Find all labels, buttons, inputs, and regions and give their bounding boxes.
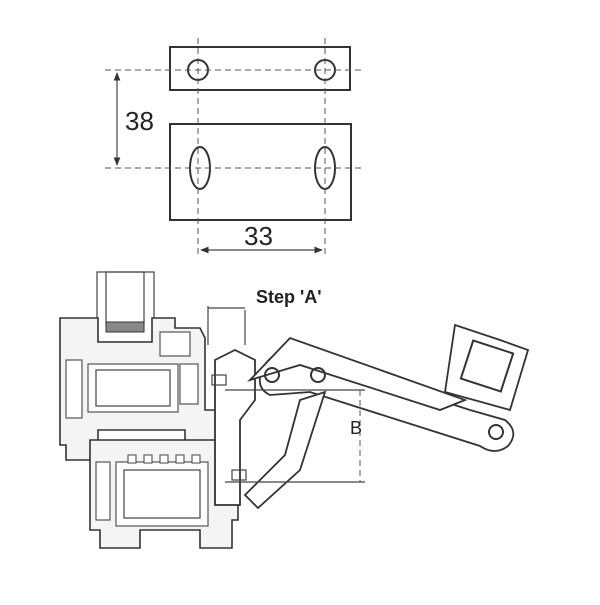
sash-chamber-left — [65, 359, 83, 419]
step-a-label: Step 'A' — [256, 287, 322, 307]
frame-chamber-left — [95, 461, 111, 521]
pivot-2 — [310, 367, 326, 383]
hinge-screw-lower — [231, 469, 247, 481]
pivot-3 — [488, 424, 504, 440]
upper-plate — [169, 46, 351, 91]
sash-chamber-right — [179, 363, 199, 405]
mounting-template: 38 33 — [105, 38, 362, 258]
handle-window — [459, 339, 515, 393]
sash-chamber — [87, 363, 179, 413]
b-label: B — [350, 418, 362, 438]
restrictor-arm — [243, 323, 530, 510]
sash-chamber-core — [95, 369, 171, 407]
annotations: Step 'A' B — [207, 287, 365, 483]
pivot-1 — [264, 367, 280, 383]
frame-chamber-core — [123, 469, 201, 519]
window-profile — [59, 271, 256, 549]
hinge-screw-upper — [211, 374, 227, 386]
frame-teeth — [127, 454, 201, 464]
hinge-bracket — [214, 348, 256, 506]
dimension-horizontal-label: 33 — [244, 221, 273, 251]
sash-chamber-top — [159, 331, 191, 357]
arm-upper-link — [247, 336, 468, 411]
glass-seal — [105, 321, 145, 333]
arm-handle — [443, 323, 530, 412]
frame-chamber — [115, 461, 209, 527]
glass-inner — [105, 271, 145, 325]
lower-plate — [169, 123, 352, 221]
arm-lower-link — [243, 390, 327, 510]
dimension-vertical-label: 38 — [125, 106, 154, 136]
